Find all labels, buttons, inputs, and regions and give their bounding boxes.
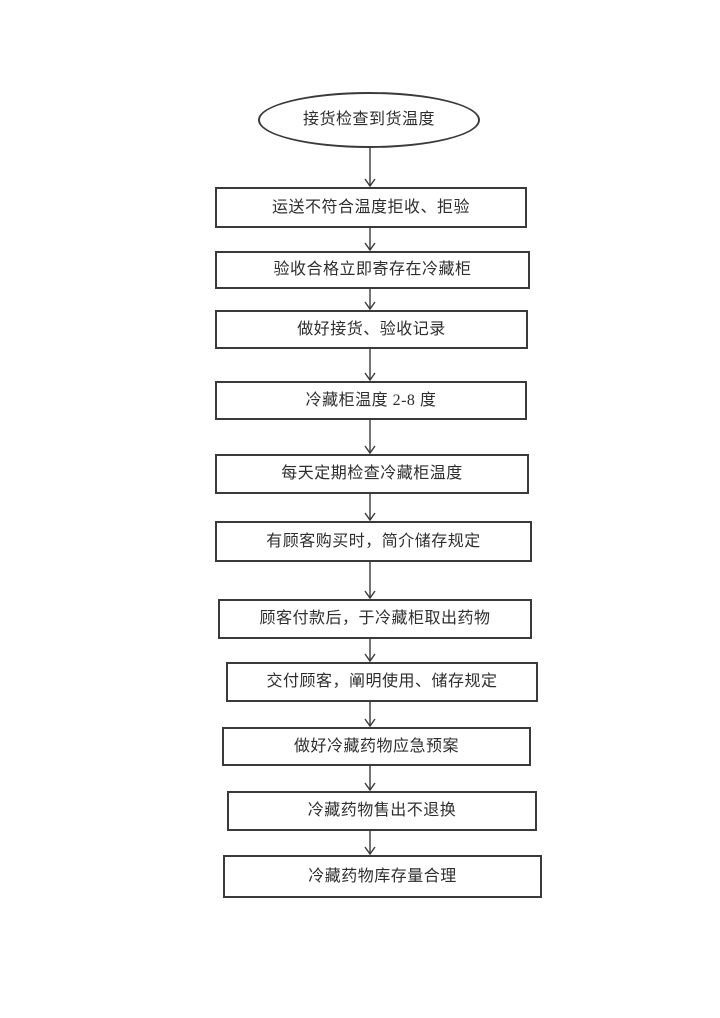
flow-arrow-step8-to-step9 xyxy=(364,702,376,728)
flow-node-step-5-label: 每天定期检查冷藏柜温度 xyxy=(281,465,463,483)
flow-node-step-4: 冷藏柜温度 2-8 度 xyxy=(215,381,527,420)
flow-node-step-10-label: 冷藏药物售出不退换 xyxy=(307,802,457,820)
flow-node-step-2-label: 验收合格立即寄存在冷藏柜 xyxy=(273,261,472,279)
flow-node-step-7-label: 顾客付款后，于冷藏柜取出药物 xyxy=(259,610,491,628)
flow-arrow-step3-to-step4 xyxy=(364,349,376,382)
flow-node-step-6: 有顾客购买时，简介储存规定 xyxy=(215,521,532,562)
flow-arrow-step5-to-step6 xyxy=(364,494,376,522)
flow-node-step-11-label: 冷藏药物库存量合理 xyxy=(308,867,457,885)
flow-node-step-5: 每天定期检查冷藏柜温度 xyxy=(215,454,529,494)
flow-node-step-1: 运送不符合温度拒收、拒验 xyxy=(215,187,527,228)
flow-arrow-step7-to-step8 xyxy=(364,639,376,663)
flow-node-step-4-label: 冷藏柜温度 2-8 度 xyxy=(305,391,437,409)
flow-arrow-step6-to-step7 xyxy=(364,562,376,600)
flow-node-step-9-label: 做好冷藏药物应急预案 xyxy=(293,737,459,755)
flow-node-step-8: 交付顾客，阐明使用、储存规定 xyxy=(226,662,538,702)
flow-arrow-step1-to-step2 xyxy=(364,228,376,252)
flow-node-step-6-label: 有顾客购买时，简介储存规定 xyxy=(266,532,481,550)
flow-node-start-label: 接货检查到货温度 xyxy=(302,111,435,129)
flow-node-step-3: 做好接货、验收记录 xyxy=(215,310,528,349)
flow-node-step-11: 冷藏药物库存量合理 xyxy=(223,855,542,898)
flow-node-step-1-label: 运送不符合温度拒收、拒验 xyxy=(271,198,470,216)
flow-node-step-8-label: 交付顾客，阐明使用、储存规定 xyxy=(266,673,498,691)
flow-node-start: 接货检查到货温度 xyxy=(258,92,480,148)
flow-node-step-7: 顾客付款后，于冷藏柜取出药物 xyxy=(218,599,532,639)
flow-node-step-2: 验收合格立即寄存在冷藏柜 xyxy=(215,251,530,289)
flow-arrow-start-to-step1 xyxy=(364,148,376,188)
flow-arrow-step10-to-step11 xyxy=(364,831,376,856)
flow-node-step-9: 做好冷藏药物应急预案 xyxy=(222,727,531,766)
flow-arrow-step2-to-step3 xyxy=(364,289,376,311)
flow-node-step-10: 冷藏药物售出不退换 xyxy=(227,791,537,831)
flow-node-step-3-label: 做好接货、验收记录 xyxy=(297,320,446,338)
flow-arrow-step4-to-step5 xyxy=(364,420,376,455)
flow-arrow-step9-to-step10 xyxy=(364,766,376,792)
